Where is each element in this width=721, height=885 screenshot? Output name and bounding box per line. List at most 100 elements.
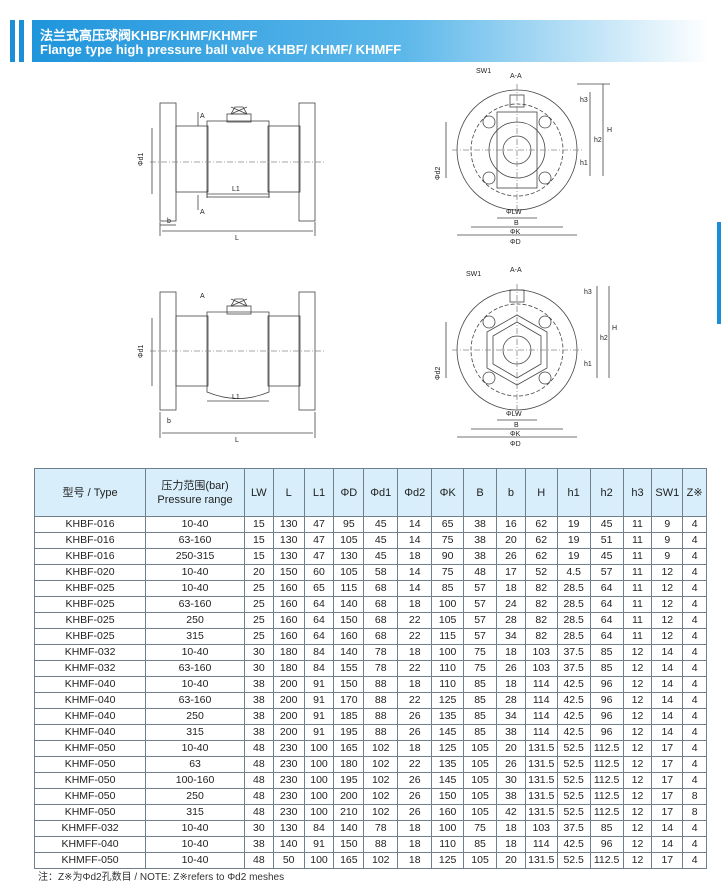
- table-cell: 14: [651, 724, 684, 741]
- table-cell: 52.5: [556, 756, 591, 773]
- table-cell: 100-160: [145, 772, 245, 789]
- table-cell: 112.5: [589, 756, 624, 773]
- table-cell: 165: [333, 852, 365, 869]
- table-cell: 102: [363, 788, 399, 805]
- col-h3: h3: [622, 468, 653, 517]
- title-english: Flange type high pressure ball valve KHB…: [40, 42, 402, 57]
- title-chinese: 法兰式高压球阀KHBF/KHMF/KHMFF: [40, 28, 258, 43]
- table-cell: 160: [333, 628, 365, 645]
- table-cell: 9: [651, 532, 684, 549]
- table-cell: 63-160: [145, 692, 245, 709]
- table-cell: 20: [496, 740, 526, 757]
- label-a-bottom: A: [200, 209, 205, 216]
- table-cell: 96: [589, 676, 624, 693]
- table-cell: 14: [651, 676, 684, 693]
- table-cell: 10-40: [145, 740, 245, 757]
- table-cell: 85: [589, 820, 624, 837]
- label-a-top: A: [200, 113, 205, 120]
- label-k-2: ΦK: [510, 431, 521, 438]
- table-cell: 4: [682, 724, 707, 741]
- table-cell: 18: [496, 580, 526, 597]
- table-cell: 112.5: [589, 772, 624, 789]
- table-cell: 26: [397, 788, 433, 805]
- table-cell: 48: [243, 740, 274, 757]
- col-l: L: [272, 468, 305, 517]
- table-cell: 230: [272, 788, 305, 805]
- table-cell: 4: [682, 708, 707, 725]
- col-ok: ΦK: [431, 468, 465, 517]
- table-cell: 100: [303, 804, 335, 821]
- table-cell: KHMF-050: [33, 788, 147, 805]
- table-cell: 20: [243, 564, 274, 581]
- table-cell: 4: [682, 612, 707, 629]
- table-cell: 12: [651, 596, 684, 613]
- table-cell: 12: [651, 580, 684, 597]
- table-cell: 18: [397, 852, 433, 869]
- col-lw: LW: [243, 468, 274, 517]
- table-cell: 125: [431, 692, 465, 709]
- table-cell: 91: [303, 724, 335, 741]
- table-cell: 105: [463, 788, 497, 805]
- table-cell: 160: [272, 596, 305, 613]
- front-view-khbf: [445, 83, 610, 236]
- table-cell: 315: [145, 724, 245, 741]
- table-cell: 82: [524, 612, 558, 629]
- table-cell: 14: [651, 836, 684, 853]
- label-d1-2: Φd1: [138, 345, 145, 358]
- table-cell: 68: [363, 628, 399, 645]
- table-cell: 105: [463, 804, 497, 821]
- col-b-lower: b: [496, 468, 526, 517]
- table-cell: 26: [397, 724, 433, 741]
- table-cell: 75: [431, 564, 465, 581]
- table-cell: 48: [243, 788, 274, 805]
- table-cell: 17: [651, 740, 684, 757]
- table-cell: 28: [496, 612, 526, 629]
- table-cell: 82: [524, 596, 558, 613]
- table-cell: 48: [243, 852, 274, 869]
- table-cell: 18: [397, 596, 433, 613]
- table-cell: 100: [303, 852, 335, 869]
- table-cell: KHMF-040: [33, 692, 147, 709]
- col-od: ΦD: [333, 468, 365, 517]
- table-cell: 90: [431, 548, 465, 565]
- table-cell: 230: [272, 740, 305, 757]
- col-h-upper: H: [524, 468, 558, 517]
- table-cell: 96: [589, 724, 624, 741]
- table-cell: 16: [496, 516, 526, 533]
- table-cell: 4: [682, 628, 707, 645]
- table-cell: 85: [463, 708, 497, 725]
- table-cell: 125: [431, 740, 465, 757]
- table-cell: 47: [303, 548, 335, 565]
- table-cell: 75: [463, 644, 497, 661]
- table-cell: 114: [524, 724, 558, 741]
- table-cell: 12: [622, 708, 653, 725]
- table-cell: 100: [303, 788, 335, 805]
- table-cell: 12: [622, 660, 653, 677]
- table-cell: KHMF-050: [33, 804, 147, 821]
- table-cell: 28.5: [556, 628, 591, 645]
- table-cell: 145: [431, 772, 465, 789]
- table-cell: 57: [589, 564, 624, 581]
- table-cell: 315: [145, 628, 245, 645]
- table-cell: 145: [431, 724, 465, 741]
- table-cell: 135: [431, 756, 465, 773]
- table-cell: 42.5: [556, 724, 591, 741]
- table-cell: 26: [496, 548, 526, 565]
- table-cell: 15: [243, 532, 274, 549]
- table-cell: KHBF-025: [33, 580, 147, 597]
- header-band: [32, 20, 710, 62]
- col-pressure-cn: 压力范围(bar): [161, 479, 229, 492]
- label-h1-2: h1: [584, 361, 592, 368]
- table-cell: 10-40: [145, 676, 245, 693]
- table-cell: 100: [431, 820, 465, 837]
- table-cell: 130: [272, 548, 305, 565]
- table-cell: 18: [397, 644, 433, 661]
- table-cell: 9: [651, 516, 684, 533]
- table-cell: 15: [243, 548, 274, 565]
